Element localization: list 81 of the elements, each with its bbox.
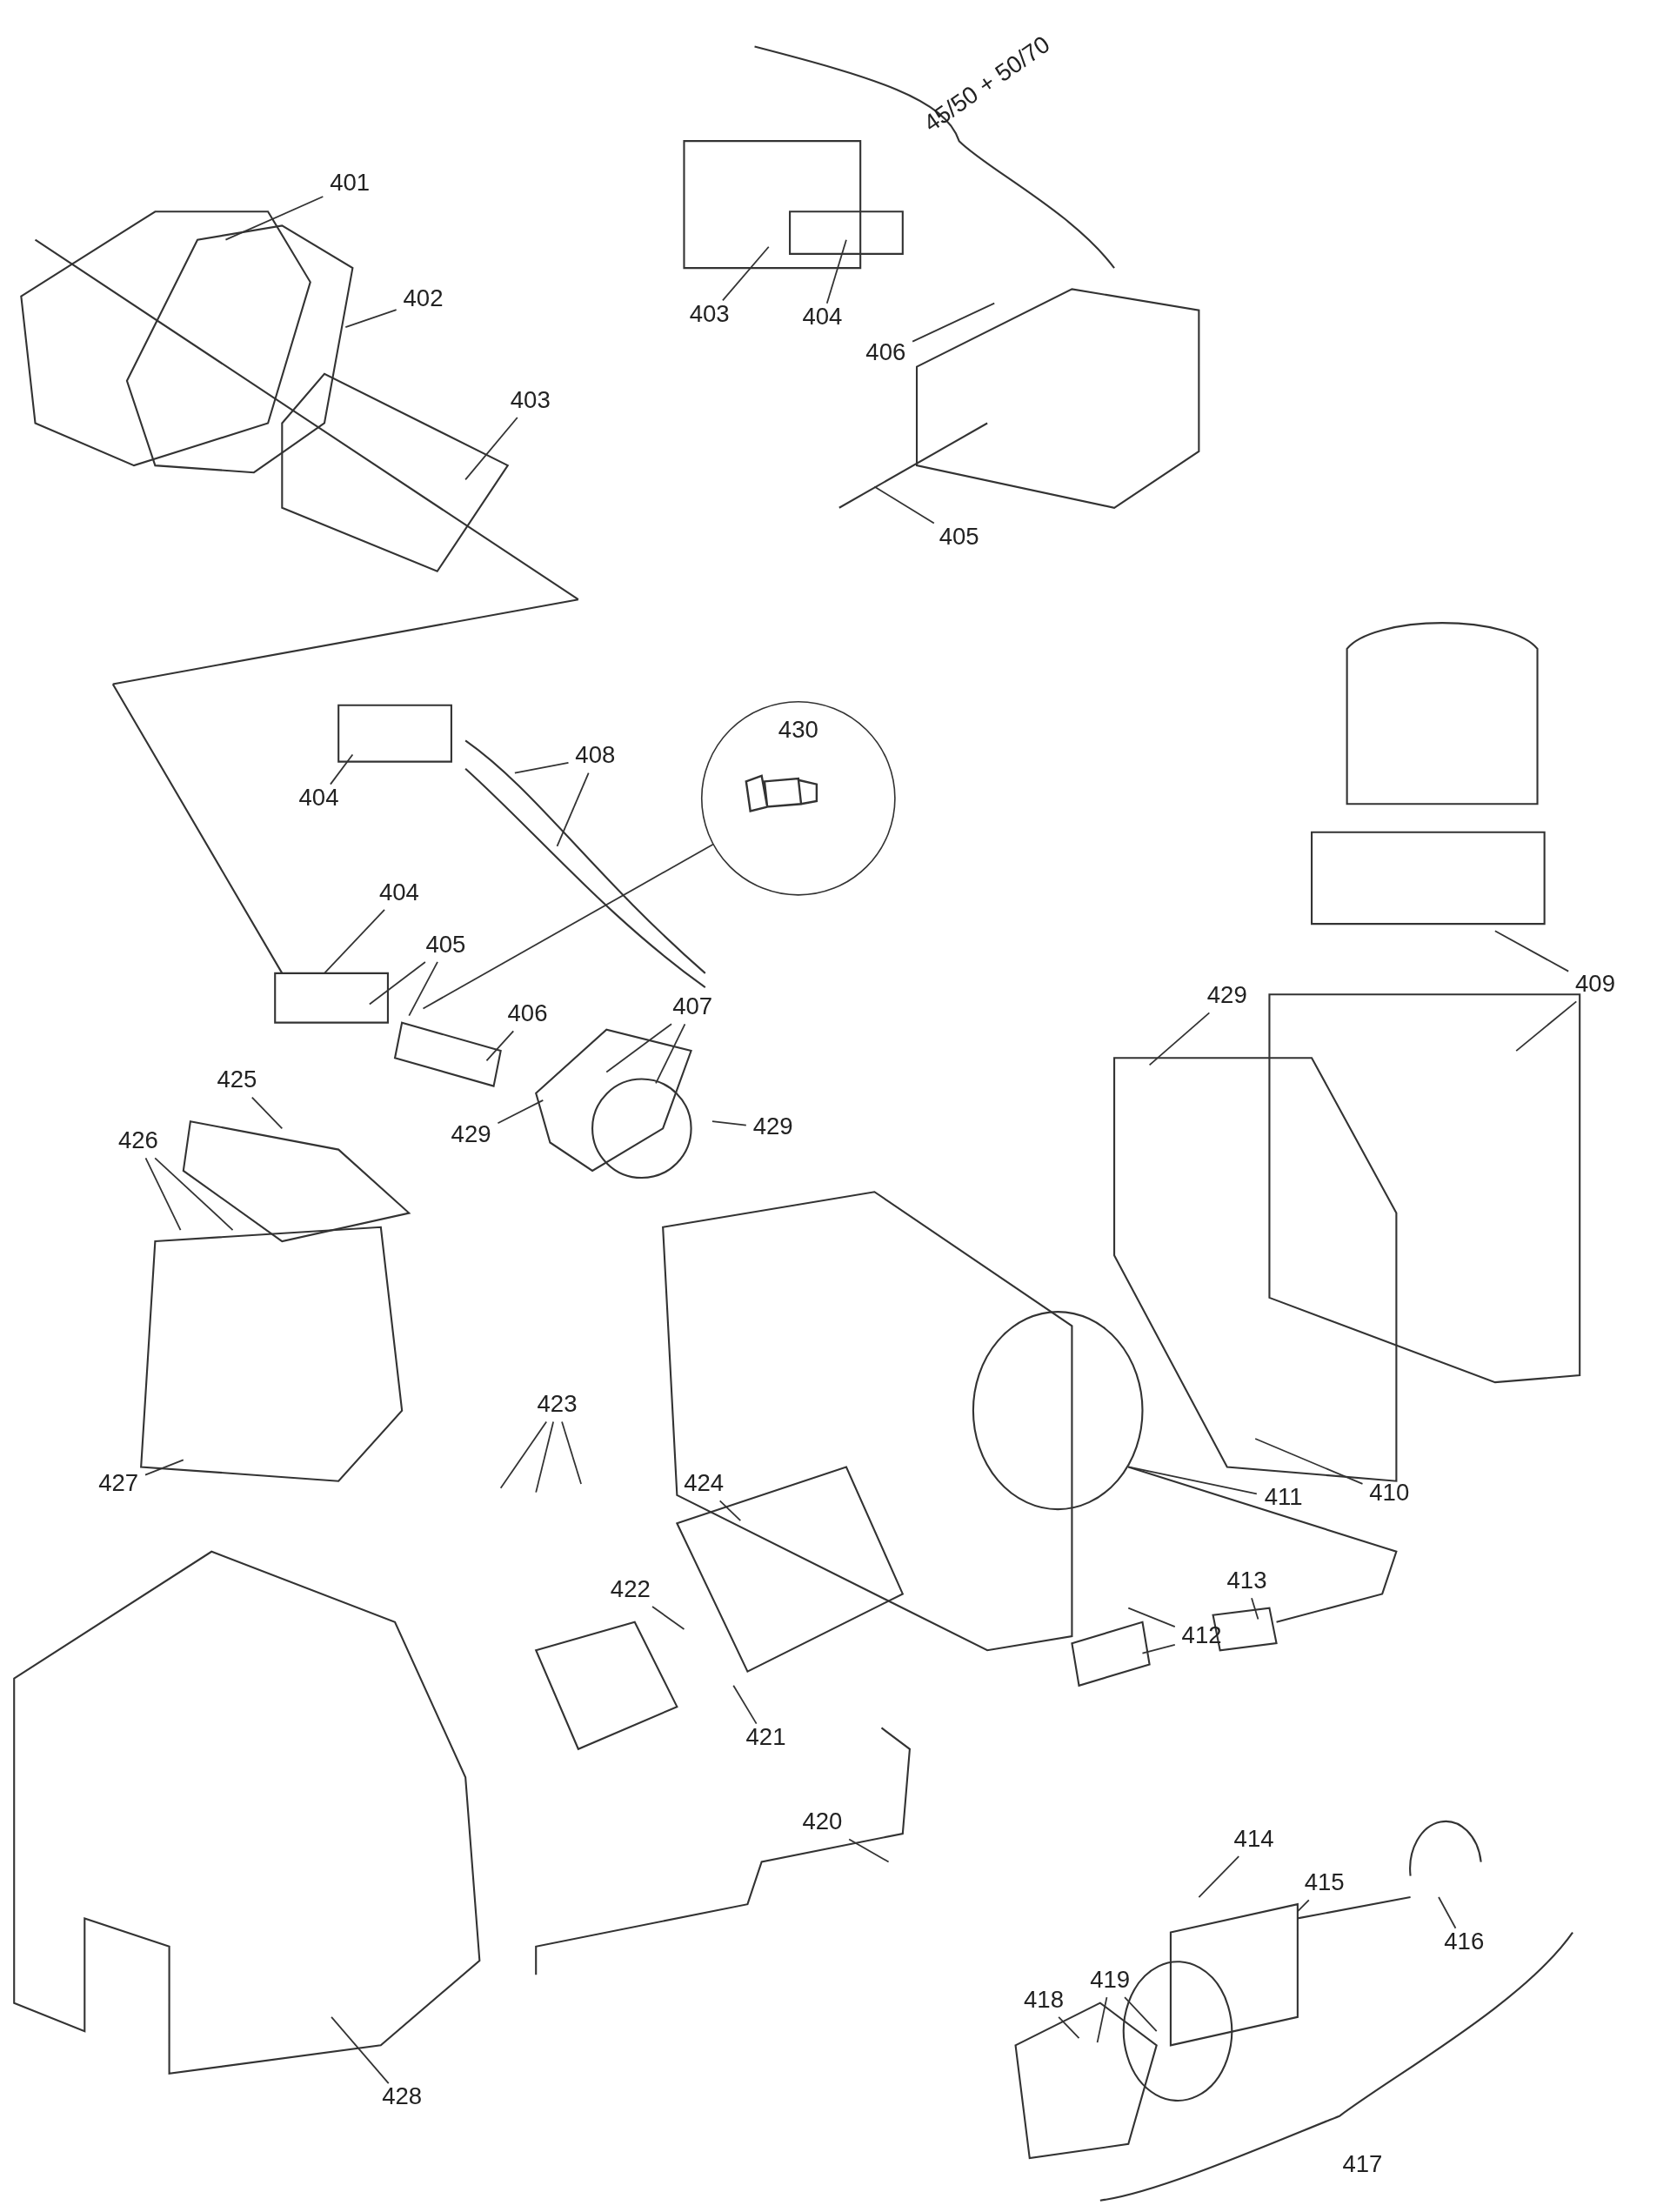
leader-line (1148, 1012, 1211, 1066)
leader-line (224, 196, 324, 241)
leader-line (1058, 2016, 1080, 2040)
callout-number: 414 (1226, 1825, 1281, 1857)
callout-number: 418 (1017, 1986, 1071, 2017)
callout-number: 404 (372, 879, 426, 910)
callout-number: 404 (795, 303, 850, 335)
callout-number: 409 (1568, 970, 1622, 1002)
leader-line (605, 1023, 672, 1073)
callout-number: 406 (500, 999, 555, 1032)
callout-number: 402 (396, 284, 451, 317)
leader-line (324, 909, 385, 974)
callout-number: 429 (1200, 981, 1254, 1013)
callout-number: 425 (210, 1066, 264, 1098)
leader-line (1127, 1466, 1258, 1495)
callout-number: 423 (530, 1390, 584, 1422)
callout-number: 429 (444, 1121, 498, 1153)
callout-number: 426 (111, 1126, 165, 1159)
leader-line (1198, 1855, 1240, 1898)
callout-number: 416 (1437, 1928, 1492, 1960)
leader-line (344, 309, 397, 329)
leader-line (485, 1030, 515, 1062)
callout-number: 401 (323, 169, 377, 201)
callout-number: 413 (1219, 1567, 1274, 1599)
leader-line (514, 761, 570, 774)
leader-line (655, 1023, 686, 1085)
callout-number: 407 (665, 992, 719, 1025)
leader-line (499, 1420, 548, 1489)
callout-number: 405 (932, 523, 986, 555)
leader-line (1124, 1996, 1158, 2032)
leader-line (497, 1099, 544, 1125)
leader-line (1296, 1899, 1310, 1913)
leader-line (1438, 1896, 1457, 1929)
leader-line (722, 245, 770, 302)
leader-line (144, 1157, 182, 1231)
leader-line (154, 1157, 234, 1231)
leader-line (825, 238, 847, 304)
leader-line (1515, 1000, 1578, 1052)
callout-number: 417 (1341, 2150, 1384, 2180)
callout-number: 421 (738, 1723, 793, 1755)
callout-number: 403 (503, 386, 558, 418)
callout-number: 406 (858, 338, 913, 370)
callout-number: 403 (682, 300, 737, 332)
leader-line (368, 961, 426, 1006)
leader-line (535, 1420, 555, 1494)
leader-line (330, 753, 354, 785)
callout-number: 408 (568, 741, 623, 773)
leader-line (464, 417, 518, 481)
leader-line (912, 302, 996, 343)
callout-number: 422 (604, 1575, 658, 1607)
leader-line (1096, 1996, 1108, 2043)
callout-number: 427 (91, 1469, 145, 1501)
callout-number: 420 (795, 1808, 850, 1840)
callout-number: 424 (677, 1469, 731, 1501)
leader-line (408, 961, 438, 1017)
callout-number: 415 (1297, 1868, 1352, 1901)
leader-line (873, 485, 935, 525)
leader-line (556, 772, 590, 847)
leader-line (1127, 1607, 1176, 1628)
leader-line (718, 1500, 742, 1521)
callout-number: 419 (1083, 1966, 1137, 1998)
leader-line (651, 1606, 685, 1630)
callout-number: 411 (1256, 1483, 1311, 1515)
leader-line (331, 2016, 390, 2084)
leader-line (1251, 1597, 1259, 1621)
leader-line (732, 1684, 758, 1725)
callout-number: 404 (291, 784, 346, 816)
callout-number: 430 (777, 716, 819, 745)
callout-number: 410 (1362, 1480, 1417, 1511)
leader-line (250, 1096, 284, 1130)
callout-number: 405 (418, 931, 473, 962)
leader-line (422, 843, 715, 1010)
leader-line (144, 1459, 184, 1476)
callout-number: 428 (375, 2083, 429, 2115)
leader-line (1494, 930, 1570, 972)
leader-line (711, 1120, 747, 1126)
callout-number: 429 (745, 1113, 800, 1145)
leader-line (1254, 1438, 1364, 1485)
leader-line (1141, 1643, 1176, 1654)
leader-line (848, 1838, 890, 1863)
leader-line (561, 1420, 582, 1485)
